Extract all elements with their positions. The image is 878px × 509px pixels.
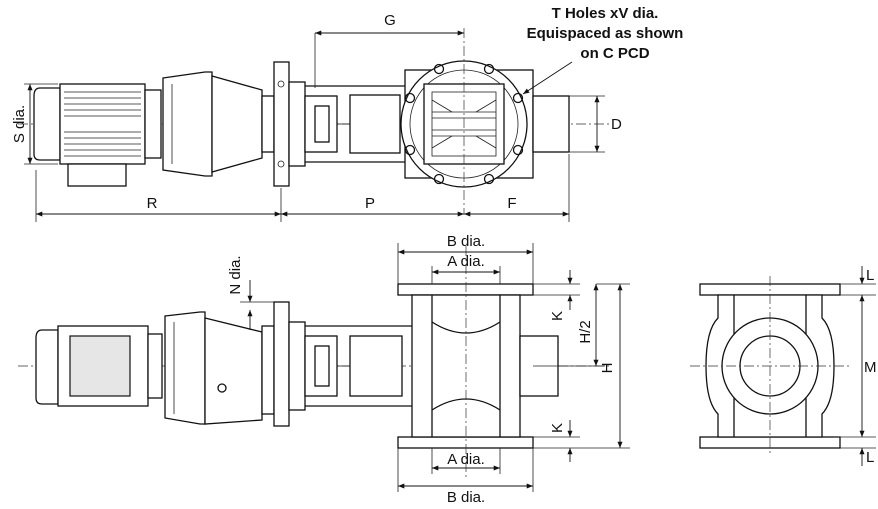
top-view: G D S dia. R P F [11, 12, 622, 222]
front-motor [35, 325, 163, 407]
dim-G-label: G [384, 12, 396, 29]
dim-K-top-label: K [549, 311, 566, 321]
hole-note: T Holes xV dia. Equispaced as shown on C… [522, 5, 684, 95]
top-valve-body [400, 28, 534, 214]
dim-A-top-label: A dia. [447, 253, 485, 270]
top-motor [33, 83, 162, 187]
dim-A-bottom-label: A dia. [447, 451, 485, 468]
dim-S-label: S dia. [11, 105, 28, 143]
note-line-2: Equispaced as shown [527, 25, 684, 42]
dim-M-label: M [864, 359, 877, 376]
dim-P-label: P [365, 195, 375, 212]
side-view: L M L [690, 266, 877, 466]
note-line-1: T Holes xV dia. [552, 5, 659, 22]
dim-L-top-label: L [866, 267, 874, 284]
dim-B-top-label: B dia. [447, 233, 485, 250]
front-gearbox [164, 311, 275, 425]
top-mount-flange [273, 61, 290, 187]
dim-H2-label: H/2 [577, 320, 594, 343]
front-valve-body [397, 246, 559, 480]
top-gearbox [162, 71, 275, 177]
dim-K-bottom-label: K [549, 423, 566, 433]
dim-D-label: D [611, 116, 622, 133]
dim-L-bottom-label: L [866, 449, 874, 466]
top-coupling [288, 81, 405, 167]
front-mount-flange [273, 301, 290, 427]
dim-N-label: N dia. [227, 255, 244, 294]
top-outlet [532, 95, 570, 153]
note-line-3: on C PCD [580, 45, 649, 62]
front-coupling [288, 321, 412, 411]
front-view: B dia. A dia. N dia. K H/2 H K [18, 233, 630, 506]
dim-B-bottom-label: B dia. [447, 489, 485, 504]
dim-R-label: R [147, 195, 158, 212]
dim-H-label: H [599, 363, 616, 374]
dim-F-label: F [507, 195, 516, 212]
